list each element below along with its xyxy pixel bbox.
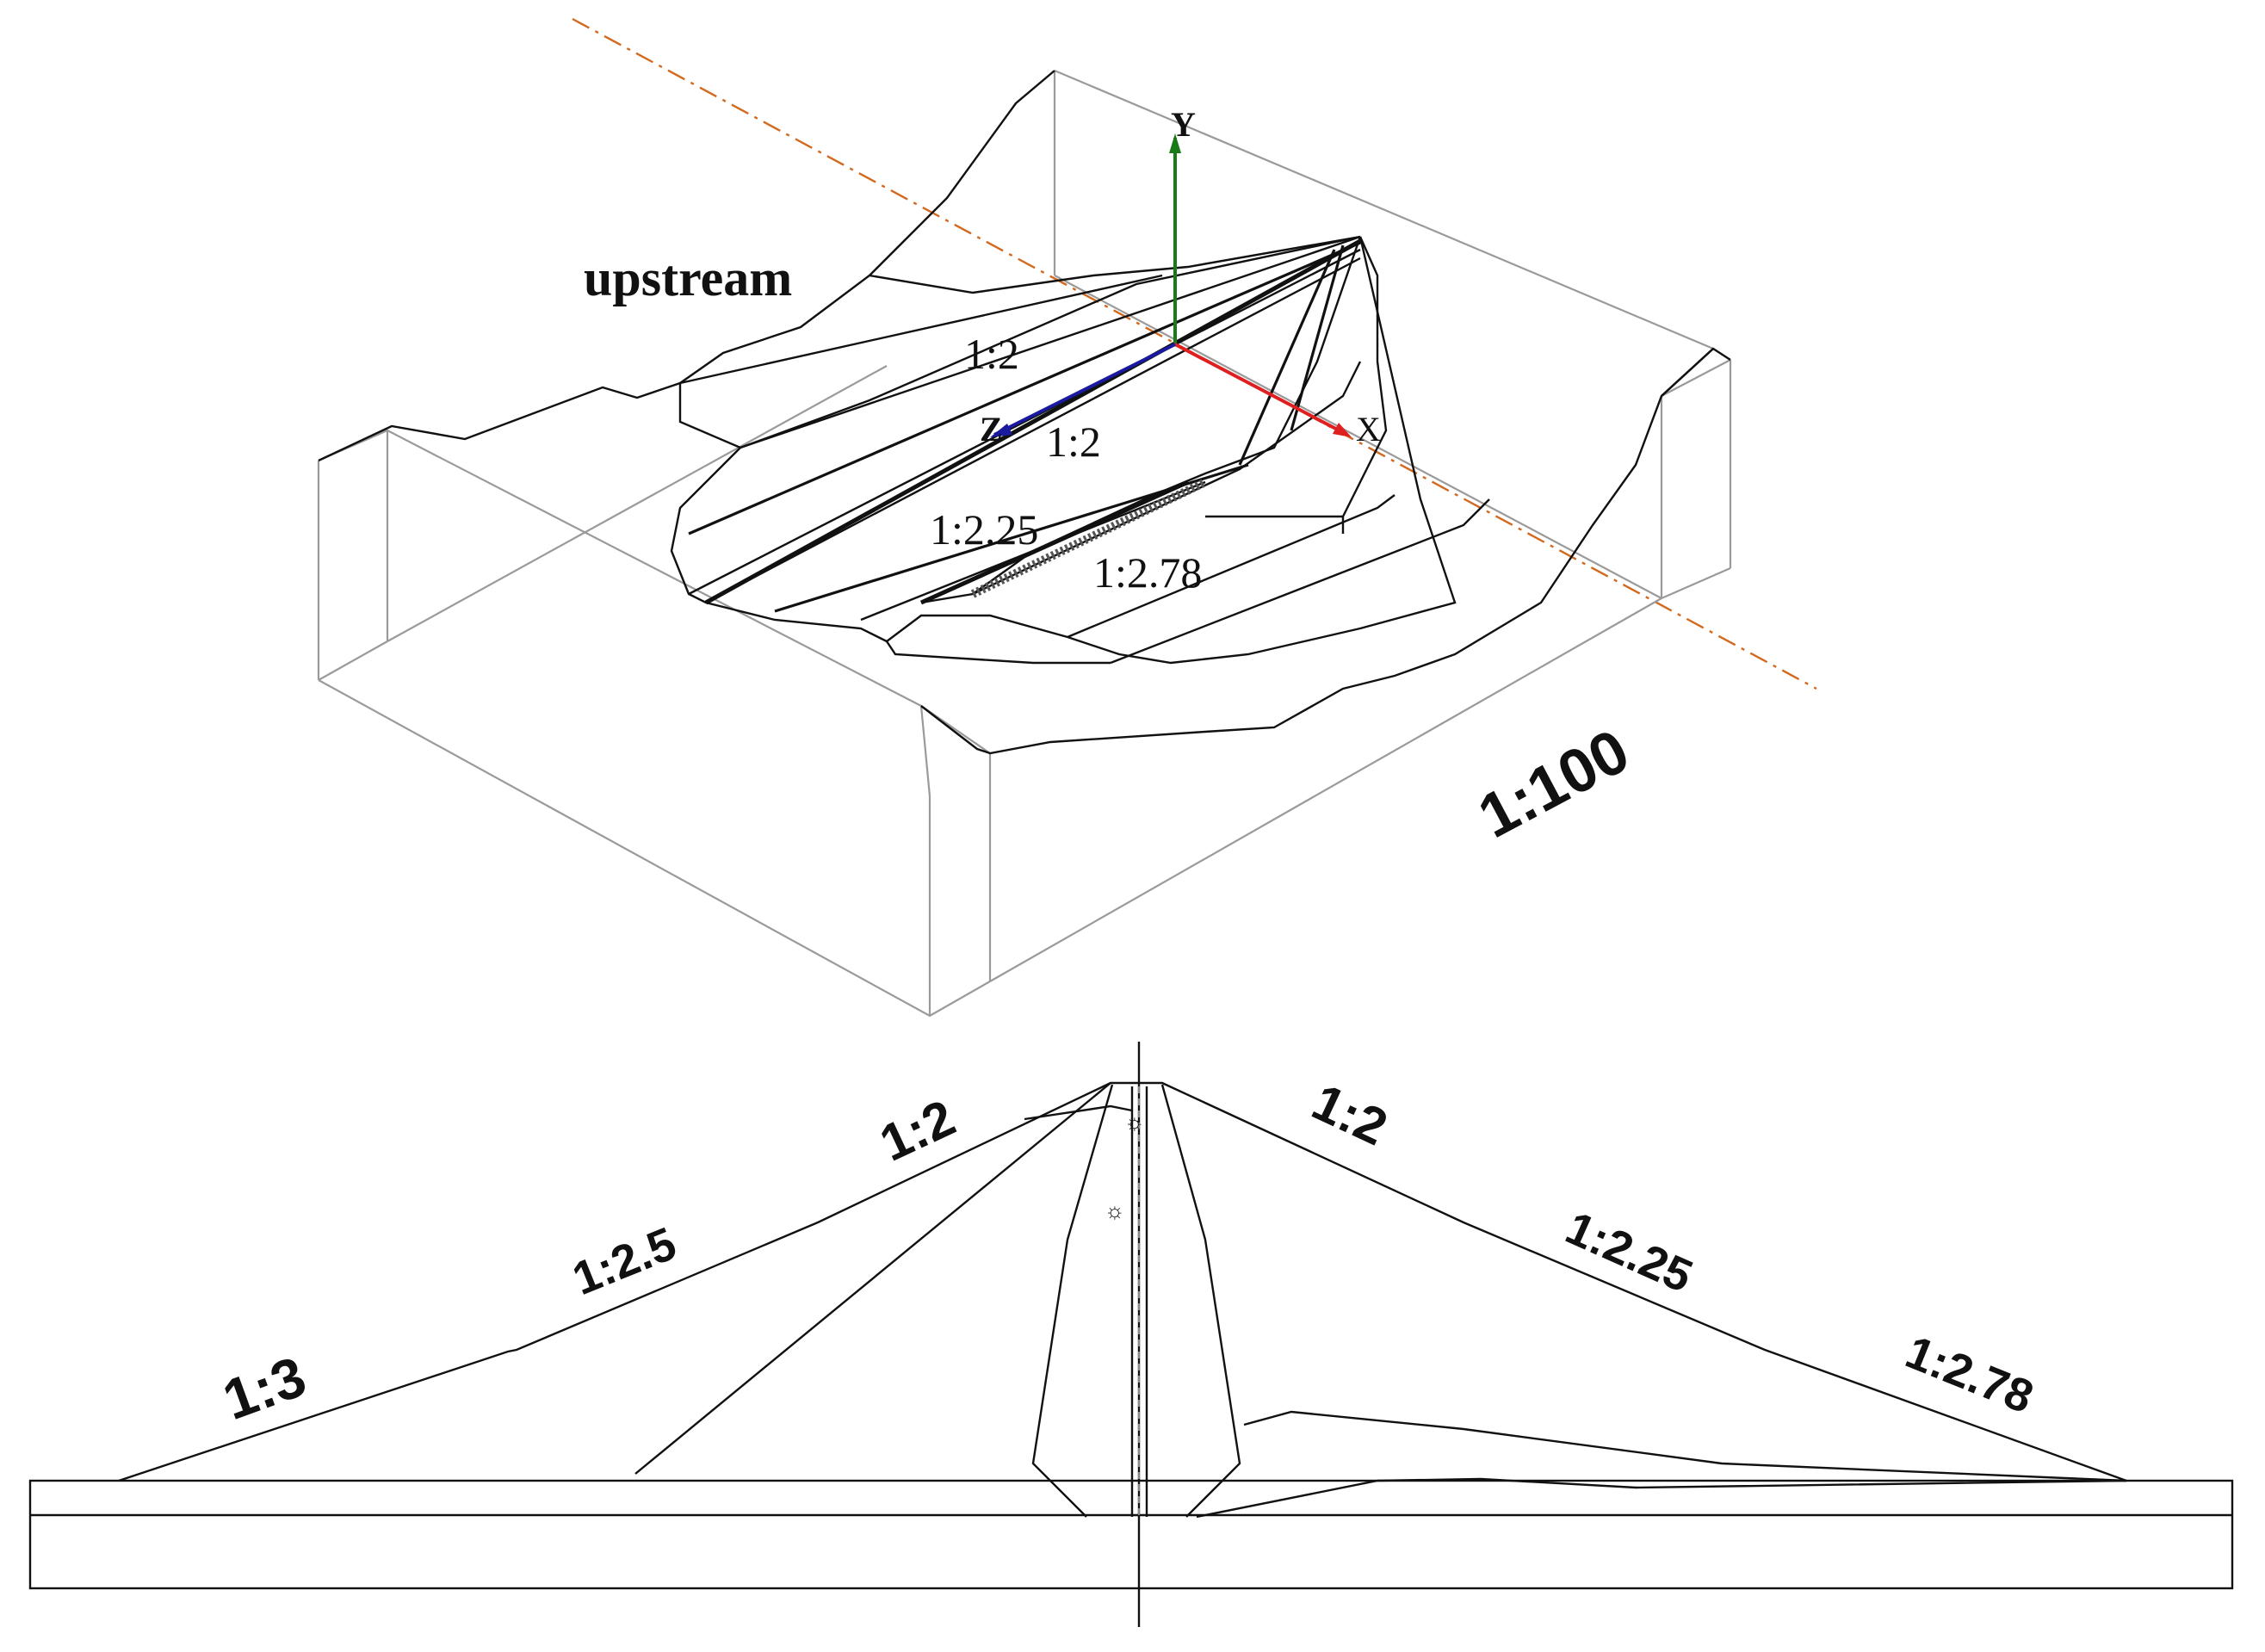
coordinate-axes: Y X Z xyxy=(980,105,1381,449)
valley-terrain xyxy=(318,70,1731,755)
y-axis-arrow xyxy=(1169,133,1181,153)
z-axis-line xyxy=(993,343,1176,436)
downstream-zone-2 xyxy=(1196,1477,2127,1519)
core-left xyxy=(1031,1084,1114,1518)
slope-label-right-2: 1:2.25 xyxy=(1558,1202,1699,1302)
z-axis-arrow xyxy=(990,424,1012,437)
monitor-mark-2: ☼ xyxy=(1105,1198,1125,1223)
slope-label-right-1: 1:2 xyxy=(1304,1073,1396,1156)
filter-band xyxy=(970,478,1208,598)
dam-body-3d xyxy=(670,235,1490,665)
upstream-transition xyxy=(634,1082,1111,1475)
x-axis-label: X xyxy=(1356,410,1381,449)
slope-label-left-1: 1:3 xyxy=(214,1344,313,1432)
slope-label-3d-3: 1:2.25 xyxy=(930,505,1038,554)
x-axis-arrow xyxy=(1333,423,1352,437)
slope-label-3d-2: 1:2 xyxy=(1046,418,1101,466)
x-axis-line xyxy=(1174,343,1348,436)
model-3d-view: Y X Z upstream 1:2 1:2 1:2.25 1:2.78 1:1… xyxy=(317,17,1817,1018)
z-axis-label: Z xyxy=(980,410,1003,449)
slope-label-3d-1: 1:2 xyxy=(964,330,1019,378)
monitor-mark-1: ☼ xyxy=(1124,1110,1145,1135)
core-right xyxy=(1160,1084,1241,1518)
downstream-zone-1 xyxy=(1243,1410,2127,1482)
dam-cross-section: ☼ ☼ 1:3 1:2.5 1:2 1:2 1:2.25 1:2.78 xyxy=(28,1042,2234,1627)
upstream-transition-2 xyxy=(1024,1104,1133,1121)
slope-label-right-3: 1:2.78 xyxy=(1899,1326,2040,1423)
scale-label: 1:100 xyxy=(1468,716,1640,851)
slope-label-3d-4: 1:2.78 xyxy=(1093,548,1202,597)
y-axis-label: Y xyxy=(1171,105,1196,144)
slope-label-left-2: 1:2.5 xyxy=(566,1217,684,1305)
upstream-label: upstream xyxy=(584,250,792,306)
dam-outer-profile xyxy=(118,1081,2127,1482)
dam-axis-centerline xyxy=(572,17,1817,690)
